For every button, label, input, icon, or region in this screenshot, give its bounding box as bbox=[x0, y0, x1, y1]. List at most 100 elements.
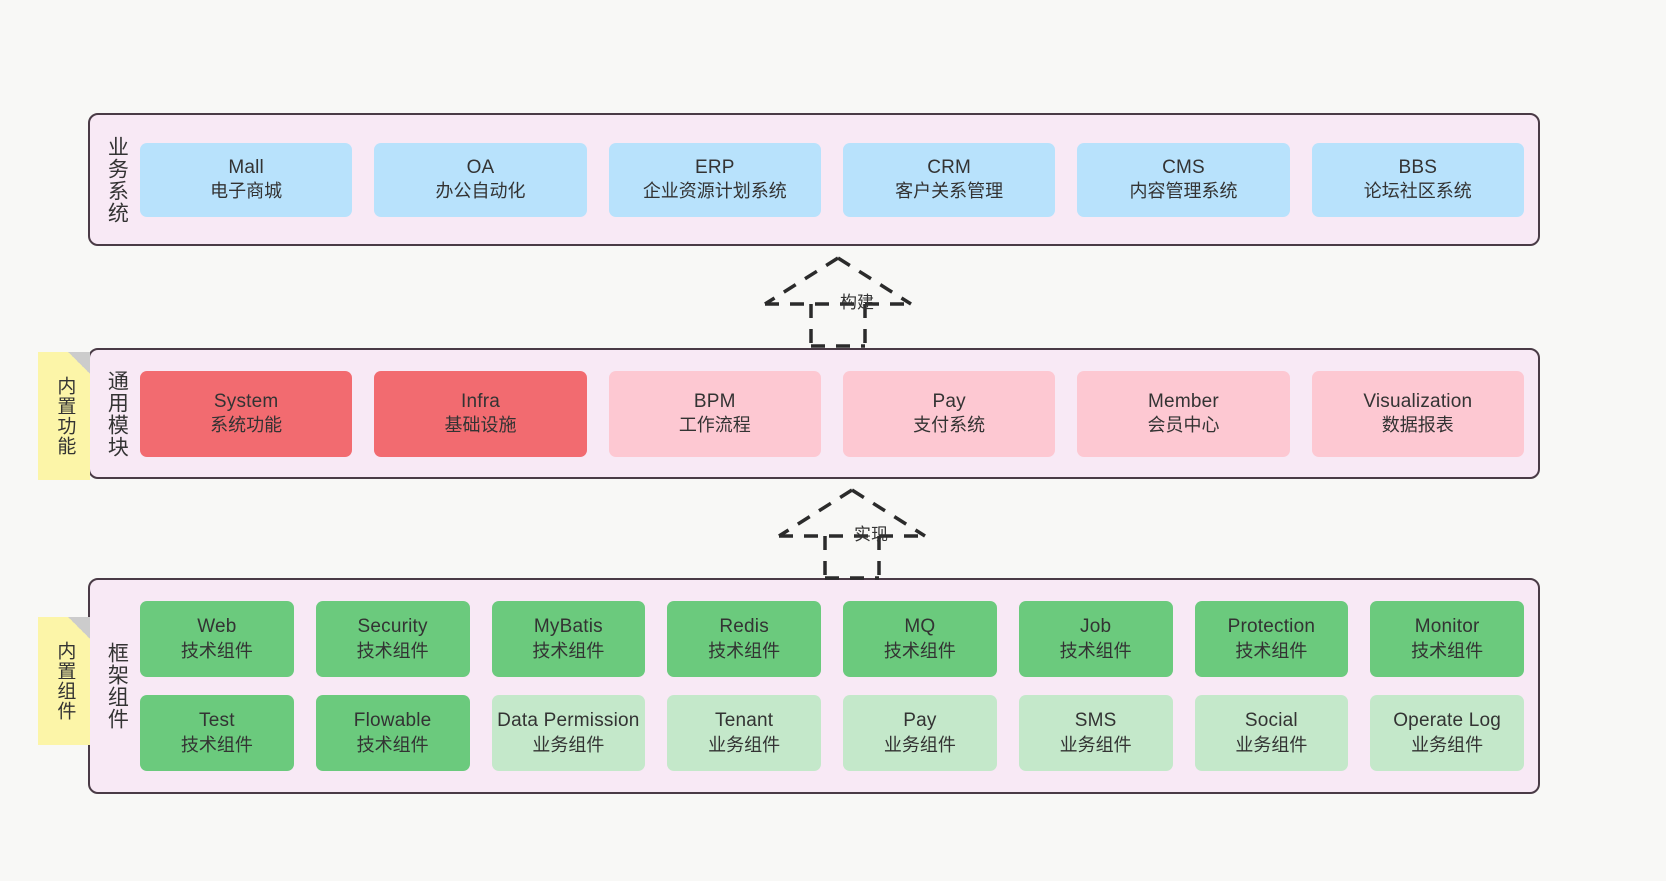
layer-business-title: 业务系统 bbox=[105, 135, 129, 224]
card-system-title: System bbox=[213, 390, 279, 412]
modules-card-row: System 系统功能 Infra 基础设施 BPM 工作流程 Pay 支付系统… bbox=[140, 370, 1524, 457]
card-redis[interactable]: Redis 技术组件 bbox=[667, 601, 821, 677]
connector-implement: 实现 bbox=[757, 484, 947, 580]
card-pay-module[interactable]: Pay 支付系统 bbox=[842, 370, 1056, 457]
card-data-permission-title: Data Permission bbox=[497, 710, 640, 732]
card-mq-title: MQ bbox=[904, 616, 936, 638]
layer-framework-body: Web 技术组件 Security 技术组件 MyBatis 技术组件 Redi… bbox=[136, 580, 1538, 792]
card-test-subtitle: 技术组件 bbox=[180, 734, 253, 755]
card-pay-module-subtitle: 支付系统 bbox=[913, 415, 986, 436]
note-builtin-components-label: 内置组件 bbox=[54, 641, 76, 721]
card-sms[interactable]: SMS 业务组件 bbox=[1018, 695, 1173, 771]
card-flowable-subtitle: 技术组件 bbox=[356, 734, 429, 755]
card-oa[interactable]: OA 办公自动化 bbox=[374, 142, 587, 217]
card-security-subtitle: 技术组件 bbox=[356, 640, 429, 661]
card-social[interactable]: Social 业务组件 bbox=[1194, 695, 1349, 771]
card-monitor-title: Monitor bbox=[1414, 616, 1480, 638]
layer-framework-components: 框架组件 Web 技术组件 Security 技术组件 MyBatis 技术组件… bbox=[88, 578, 1540, 794]
card-visualization-title: Visualization bbox=[1363, 390, 1473, 412]
note-builtin-components: 内置组件 bbox=[38, 617, 90, 745]
generalization-arrow-icon bbox=[764, 256, 912, 348]
card-monitor-subtitle: 技术组件 bbox=[1411, 640, 1484, 661]
card-pay-module-title: Pay bbox=[932, 390, 966, 412]
card-member-subtitle: 会员中心 bbox=[1147, 415, 1220, 436]
generalization-arrow-icon bbox=[778, 488, 926, 580]
card-visualization[interactable]: Visualization 数据报表 bbox=[1311, 370, 1524, 457]
card-bbs-title: BBS bbox=[1398, 156, 1438, 178]
layer-business-systems: 业务系统 Mall 电子商城 OA 办公自动化 ERP 企业资源计划系统 CRM… bbox=[88, 113, 1540, 246]
card-job-title: Job bbox=[1080, 616, 1112, 638]
card-bbs[interactable]: BBS 论坛社区系统 bbox=[1311, 142, 1524, 217]
card-test-title: Test bbox=[199, 710, 235, 732]
card-visualization-subtitle: 数据报表 bbox=[1381, 415, 1454, 436]
card-tenant-title: Tenant bbox=[715, 710, 774, 732]
card-erp[interactable]: ERP 企业资源计划系统 bbox=[608, 142, 821, 217]
card-mall-subtitle: 电子商城 bbox=[210, 181, 283, 202]
card-bpm-title: BPM bbox=[693, 390, 736, 412]
card-pay-component-title: Pay bbox=[903, 710, 937, 732]
card-pay-component[interactable]: Pay 业务组件 bbox=[843, 695, 997, 771]
card-security[interactable]: Security 技术组件 bbox=[315, 601, 470, 677]
card-erp-subtitle: 企业资源计划系统 bbox=[642, 181, 787, 202]
layer-common-modules: 通用模块 System 系统功能 Infra 基础设施 BPM 工作流程 Pay… bbox=[88, 348, 1540, 479]
card-flowable[interactable]: Flowable 技术组件 bbox=[315, 695, 470, 771]
card-operate-log-subtitle: 业务组件 bbox=[1411, 734, 1484, 755]
card-mybatis[interactable]: MyBatis 技术组件 bbox=[491, 601, 646, 677]
card-infra-subtitle: 基础设施 bbox=[444, 415, 517, 436]
card-member[interactable]: Member 会员中心 bbox=[1077, 370, 1290, 457]
card-tenant[interactable]: Tenant 业务组件 bbox=[667, 695, 821, 771]
framework-business-row: Test 技术组件 Flowable 技术组件 Data Permission … bbox=[140, 695, 1524, 771]
card-sms-subtitle: 业务组件 bbox=[1059, 734, 1132, 755]
layer-framework-title: 框架组件 bbox=[105, 642, 129, 730]
connector-build: 构建 bbox=[743, 252, 933, 348]
card-system[interactable]: System 系统功能 bbox=[140, 370, 353, 457]
card-job[interactable]: Job 技术组件 bbox=[1018, 601, 1173, 677]
card-tenant-subtitle: 业务组件 bbox=[708, 734, 781, 755]
card-operate-log[interactable]: Operate Log 业务组件 bbox=[1370, 695, 1524, 771]
card-erp-title: ERP bbox=[694, 156, 735, 178]
card-bpm-subtitle: 工作流程 bbox=[678, 415, 751, 436]
card-job-subtitle: 技术组件 bbox=[1059, 640, 1132, 661]
card-crm[interactable]: CRM 客户关系管理 bbox=[842, 142, 1056, 217]
card-protection-subtitle: 技术组件 bbox=[1235, 640, 1308, 661]
card-operate-log-title: Operate Log bbox=[1393, 710, 1502, 732]
card-mall[interactable]: Mall 电子商城 bbox=[140, 142, 353, 217]
card-member-title: Member bbox=[1148, 390, 1219, 412]
card-crm-subtitle: 客户关系管理 bbox=[895, 181, 1004, 202]
card-web-title: Web bbox=[197, 616, 237, 638]
card-web-subtitle: 技术组件 bbox=[180, 640, 253, 661]
business-card-row: Mall 电子商城 OA 办公自动化 ERP 企业资源计划系统 CRM 客户关系… bbox=[140, 142, 1524, 217]
framework-tech-row: Web 技术组件 Security 技术组件 MyBatis 技术组件 Redi… bbox=[140, 601, 1524, 677]
note-builtin-functions: 内置功能 bbox=[38, 352, 90, 480]
card-mq[interactable]: MQ 技术组件 bbox=[843, 601, 997, 677]
card-infra[interactable]: Infra 基础设施 bbox=[374, 370, 587, 457]
card-pay-component-subtitle: 业务组件 bbox=[883, 734, 956, 755]
card-flowable-title: Flowable bbox=[353, 710, 432, 732]
card-oa-subtitle: 办公自动化 bbox=[435, 181, 526, 202]
card-data-permission[interactable]: Data Permission 业务组件 bbox=[491, 695, 646, 771]
card-social-title: Social bbox=[1244, 710, 1298, 732]
card-protection-title: Protection bbox=[1227, 616, 1316, 638]
layer-modules-body: System 系统功能 Infra 基础设施 BPM 工作流程 Pay 支付系统… bbox=[136, 350, 1538, 477]
card-cms-title: CMS bbox=[1162, 156, 1205, 178]
card-cms[interactable]: CMS 内容管理系统 bbox=[1077, 142, 1290, 217]
card-protection[interactable]: Protection 技术组件 bbox=[1194, 601, 1349, 677]
card-monitor[interactable]: Monitor 技术组件 bbox=[1370, 601, 1524, 677]
card-web[interactable]: Web 技术组件 bbox=[140, 601, 294, 677]
connector-build-label: 构建 bbox=[840, 293, 874, 312]
connector-implement-label: 实现 bbox=[854, 525, 888, 544]
card-bbs-subtitle: 论坛社区系统 bbox=[1363, 181, 1472, 202]
card-mybatis-title: MyBatis bbox=[533, 616, 603, 638]
card-test[interactable]: Test 技术组件 bbox=[140, 695, 294, 771]
note-builtin-functions-label: 内置功能 bbox=[54, 376, 76, 456]
card-mq-subtitle: 技术组件 bbox=[883, 640, 956, 661]
card-cms-subtitle: 内容管理系统 bbox=[1129, 181, 1238, 202]
layer-business-body: Mall 电子商城 OA 办公自动化 ERP 企业资源计划系统 CRM 客户关系… bbox=[136, 115, 1538, 244]
layer-modules-title: 通用模块 bbox=[105, 369, 129, 458]
card-system-subtitle: 系统功能 bbox=[210, 415, 283, 436]
card-data-permission-subtitle: 业务组件 bbox=[532, 734, 605, 755]
card-redis-subtitle: 技术组件 bbox=[708, 640, 781, 661]
card-bpm[interactable]: BPM 工作流程 bbox=[608, 370, 821, 457]
card-redis-title: Redis bbox=[719, 616, 769, 638]
